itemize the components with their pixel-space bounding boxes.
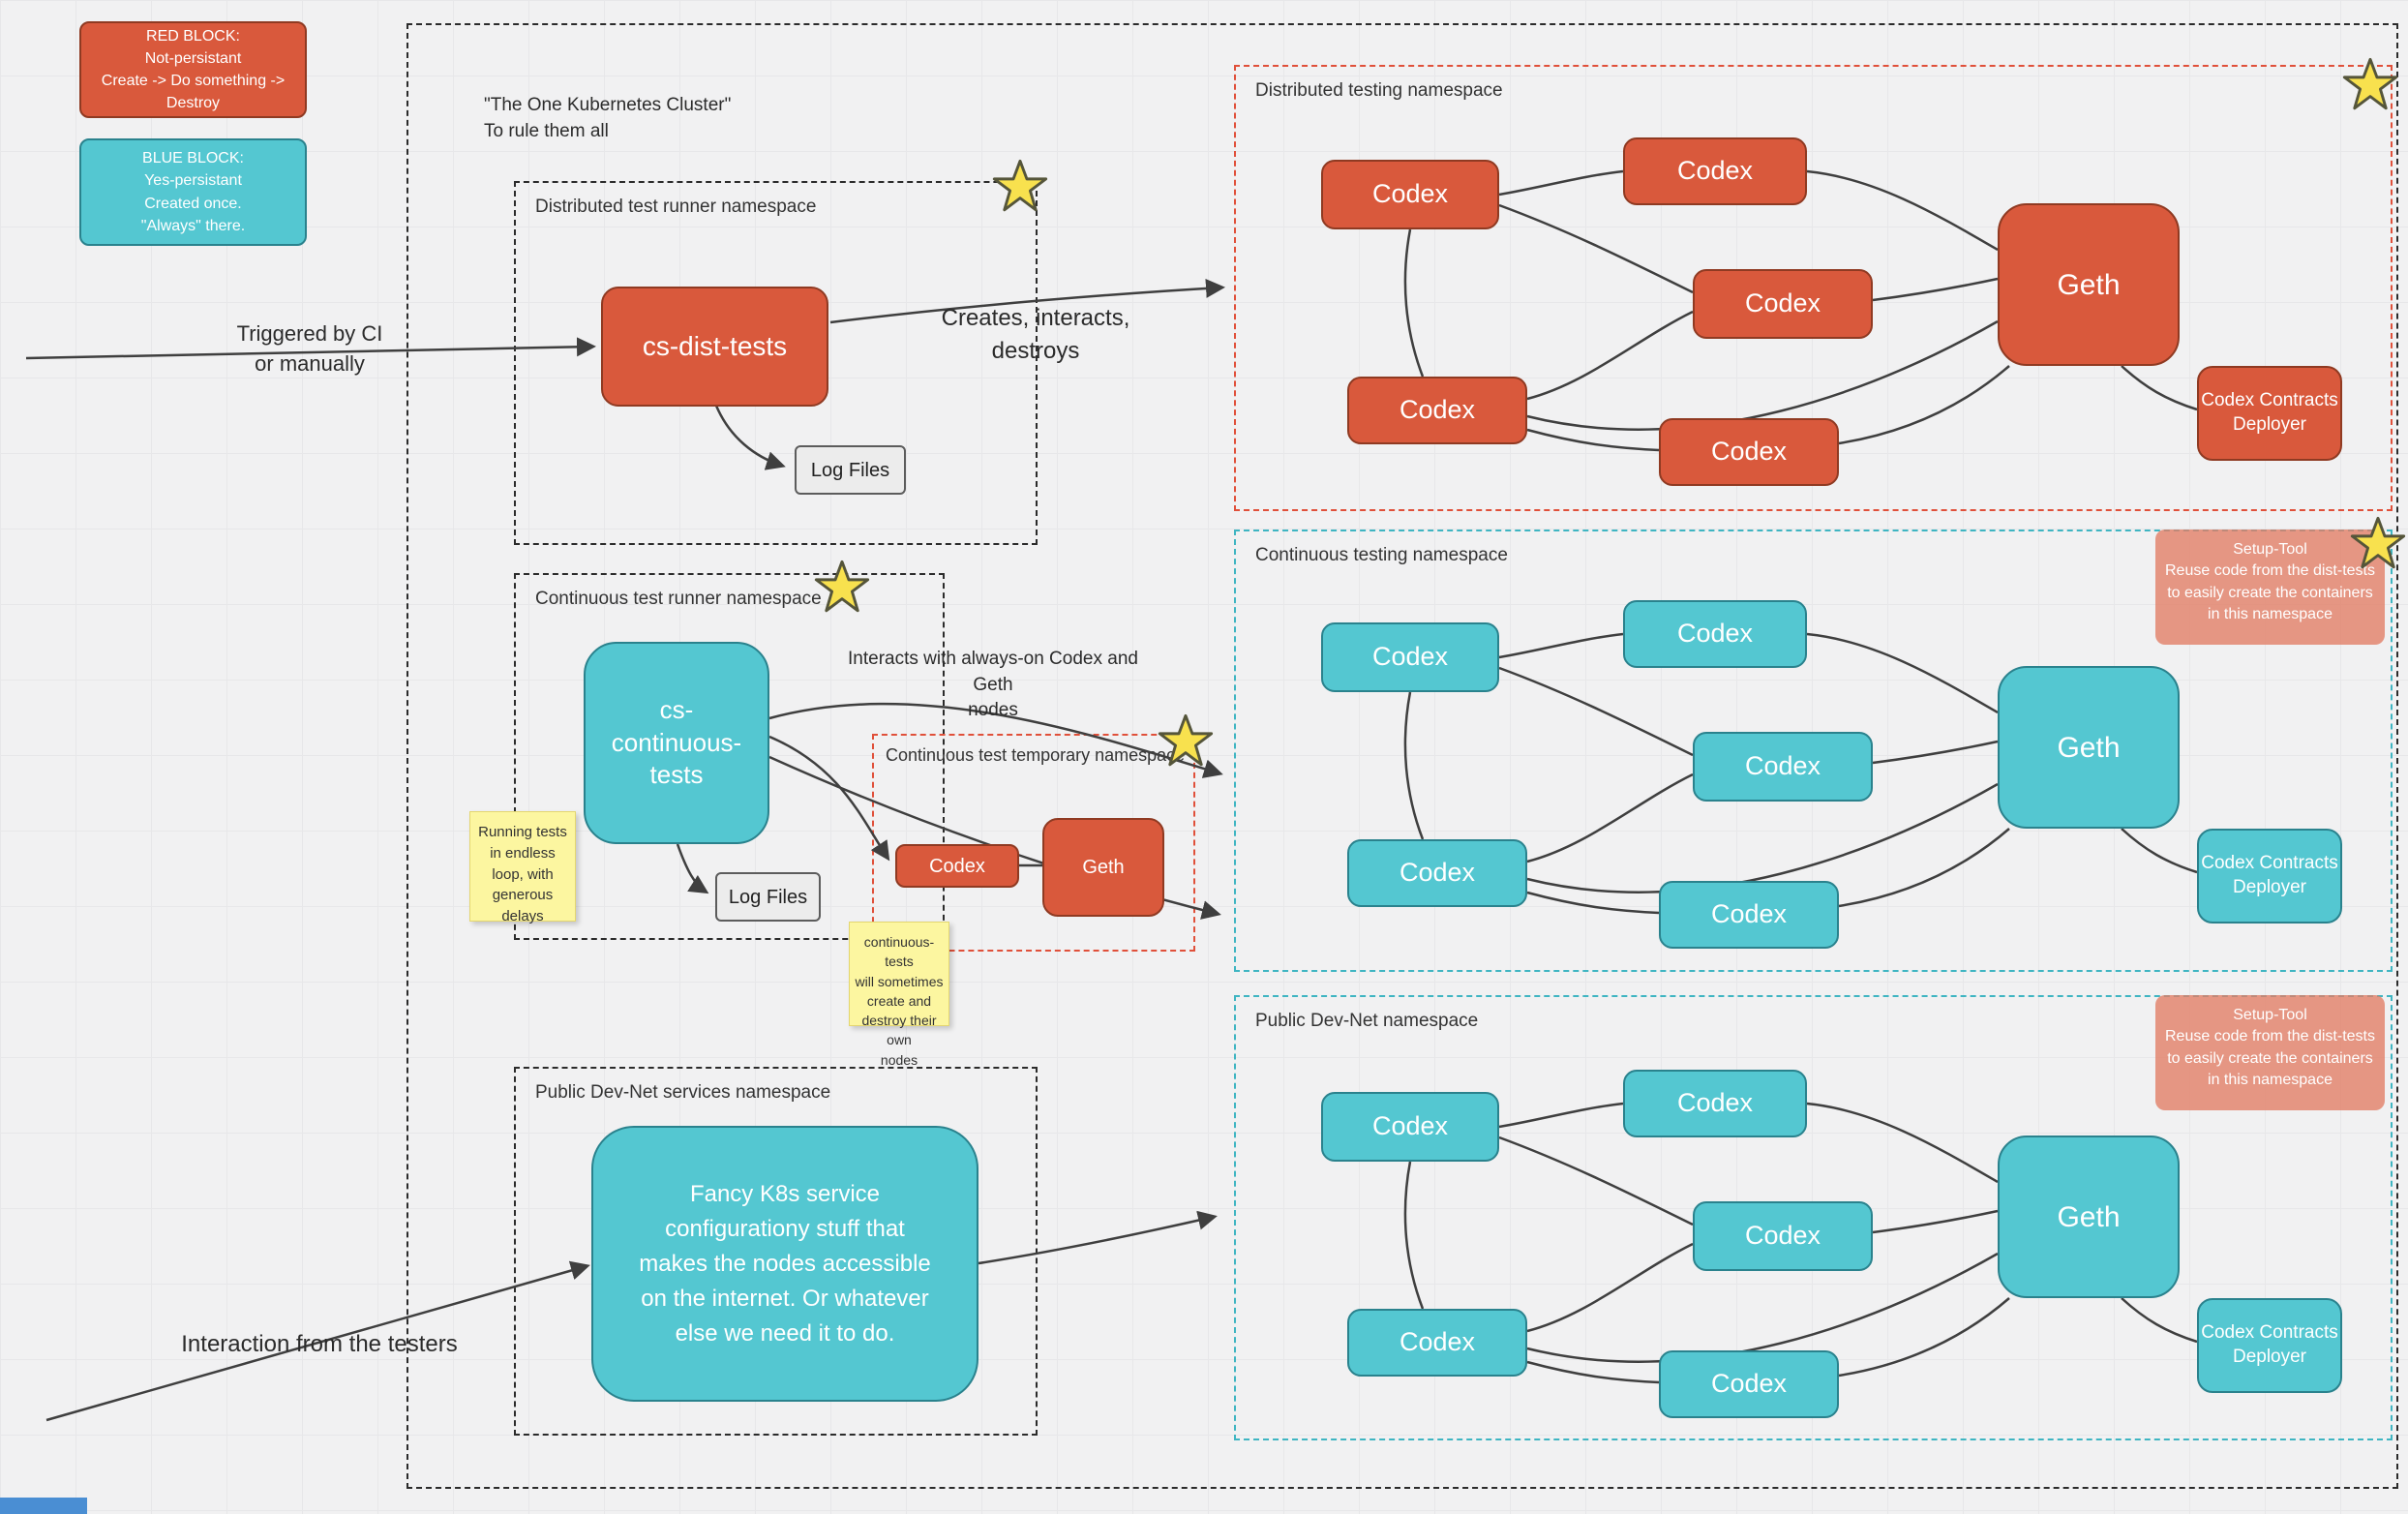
- cluster-title[interactable]: "The One Kubernetes Cluster" To rule the…: [484, 95, 732, 141]
- node-cs-dist-tests[interactable]: cs-dist-tests: [601, 287, 828, 407]
- namespace-label: Public Dev-Net services namespace: [535, 1082, 831, 1103]
- node-codex-contracts-deployer[interactable]: Codex Contracts Deployer: [2197, 366, 2342, 461]
- node-label: Codex: [1399, 395, 1476, 425]
- node-label: Codex: [1399, 858, 1476, 888]
- namespace-label: Distributed testing namespace: [1255, 80, 1503, 101]
- node-codex[interactable]: Codex: [1693, 269, 1873, 339]
- namespace-dist-testing[interactable]: Distributed testing namespace: [1234, 65, 2393, 511]
- node-codex-contracts-deployer[interactable]: Codex Contracts Deployer: [2197, 1298, 2342, 1393]
- setup-tool-note-continuous[interactable]: Setup-Tool Reuse code from the dist-test…: [2155, 530, 2385, 645]
- node-codex[interactable]: Codex: [1659, 418, 1839, 486]
- node-label: Log Files: [810, 459, 890, 481]
- legend-blue-block[interactable]: BLUE BLOCK: Yes-persistant Created once.…: [79, 138, 307, 246]
- node-codex[interactable]: Codex: [1347, 1309, 1527, 1377]
- namespace-label: Continuous test temporary namespace: [886, 745, 1186, 765]
- node-label: Codex: [1710, 437, 1788, 467]
- node-codex[interactable]: Codex: [1321, 160, 1499, 229]
- star-cont-runner-icon[interactable]: [814, 560, 870, 616]
- node-label: Codex: [1710, 1369, 1788, 1399]
- node-codex[interactable]: Codex: [1321, 622, 1499, 692]
- annotation-creates-interacts-destroys[interactable]: Creates, interacts, destroys: [941, 305, 1130, 364]
- node-label: Codex: [1744, 288, 1821, 318]
- node-label: cs-dist-tests: [642, 330, 788, 361]
- node-codex[interactable]: Codex: [1659, 1350, 1839, 1418]
- node-codex[interactable]: Codex: [1321, 1092, 1499, 1162]
- namespace-label: Continuous testing namespace: [1255, 545, 1508, 565]
- node-label: Codex: [1371, 1111, 1449, 1141]
- annotation-triggered-by-ci[interactable]: Triggered by CI or manually: [236, 321, 383, 376]
- node-label: Codex Contracts Deployer: [2201, 390, 2338, 435]
- legend-red-text: RED BLOCK: Not-persistant Create -> Do s…: [101, 27, 286, 112]
- star-cont-testing-icon[interactable]: [2350, 516, 2406, 572]
- namespace-cont-testing[interactable]: Continuous testing namespace: [1234, 530, 2393, 972]
- node-label: Fancy K8s service configurationy stuff t…: [639, 1180, 931, 1347]
- annotation-interacts-always-on[interactable]: Interacts with always-on Codex and Geth …: [848, 649, 1138, 721]
- node-geth[interactable]: Geth: [1998, 203, 2180, 366]
- node-fancy-k8s-service[interactable]: Fancy K8s service configurationy stuff t…: [591, 1126, 978, 1402]
- legend-red-block[interactable]: RED BLOCK: Not-persistant Create -> Do s…: [79, 21, 307, 118]
- node-label: Codex Contracts Deployer: [2201, 1322, 2338, 1367]
- node-label: Geth: [2057, 268, 2121, 301]
- namespace-label: Distributed test runner namespace: [535, 197, 817, 217]
- node-label: Codex: [1676, 1088, 1754, 1118]
- kubernetes-cluster-container[interactable]: [406, 23, 2398, 1489]
- node-codex-contracts-deployer[interactable]: Codex Contracts Deployer: [2197, 829, 2342, 924]
- namespace-devnet[interactable]: Public Dev-Net namespace: [1234, 995, 2393, 1440]
- node-geth[interactable]: Geth: [1998, 1136, 2180, 1298]
- blue-shape-fragment[interactable]: [0, 1498, 87, 1514]
- node-label: Codex: [1676, 156, 1754, 186]
- star-dist-testing-icon[interactable]: [2342, 57, 2398, 113]
- star-dist-runner-icon[interactable]: [992, 159, 1048, 215]
- node-label: Codex: [1676, 619, 1754, 649]
- node-geth-temp[interactable]: Geth: [1042, 818, 1164, 917]
- sticky-note-running-tests[interactable]: Running tests in endless loop, with gene…: [469, 811, 576, 924]
- node-codex[interactable]: Codex: [1347, 377, 1527, 444]
- namespace-label: Public Dev-Net namespace: [1255, 1011, 1479, 1031]
- node-codex[interactable]: Codex: [1659, 881, 1839, 949]
- node-cs-continuous-tests[interactable]: cs- continuous- tests: [584, 642, 769, 844]
- namespace-dist-test-runner[interactable]: Distributed test runner namespace: [514, 181, 1038, 545]
- node-label: Codex: [1744, 1221, 1821, 1251]
- node-label: Codex: [929, 855, 985, 877]
- node-label: Codex: [1744, 751, 1821, 781]
- node-codex[interactable]: Codex: [1623, 137, 1807, 205]
- node-log-files-continuous[interactable]: Log Files: [715, 872, 821, 922]
- node-codex[interactable]: Codex: [1693, 732, 1873, 802]
- node-label: Codex Contracts Deployer: [2201, 853, 2338, 897]
- node-codex[interactable]: Codex: [1693, 1201, 1873, 1271]
- sticky-note-continuous-tests[interactable]: continuous-tests will sometimes create a…: [849, 922, 949, 1068]
- node-label: Codex: [1371, 179, 1449, 209]
- node-codex[interactable]: Codex: [1347, 839, 1527, 907]
- node-codex[interactable]: Codex: [1623, 600, 1807, 668]
- node-label: Log Files: [728, 886, 808, 908]
- node-codex[interactable]: Codex: [1623, 1070, 1807, 1137]
- node-label: Codex: [1399, 1327, 1476, 1357]
- node-label: cs- continuous- tests: [611, 694, 742, 790]
- node-label: Geth: [1082, 857, 1125, 878]
- node-label: Geth: [2057, 731, 2121, 764]
- node-geth[interactable]: Geth: [1998, 666, 2180, 829]
- legend-blue-text: BLUE BLOCK: Yes-persistant Created once.…: [140, 150, 246, 234]
- setup-tool-note-devnet[interactable]: Setup-Tool Reuse code from the dist-test…: [2155, 995, 2385, 1110]
- annotation-interaction-from-testers[interactable]: Interaction from the testers: [181, 1331, 458, 1357]
- node-label: Geth: [2057, 1200, 2121, 1233]
- node-log-files-dist[interactable]: Log Files: [795, 445, 906, 495]
- star-cont-temp-icon[interactable]: [1158, 713, 1214, 770]
- namespace-label: Continuous test runner namespace: [535, 589, 822, 609]
- node-codex-temp[interactable]: Codex: [895, 844, 1019, 888]
- node-label: Codex: [1710, 899, 1788, 929]
- node-label: Codex: [1371, 642, 1449, 672]
